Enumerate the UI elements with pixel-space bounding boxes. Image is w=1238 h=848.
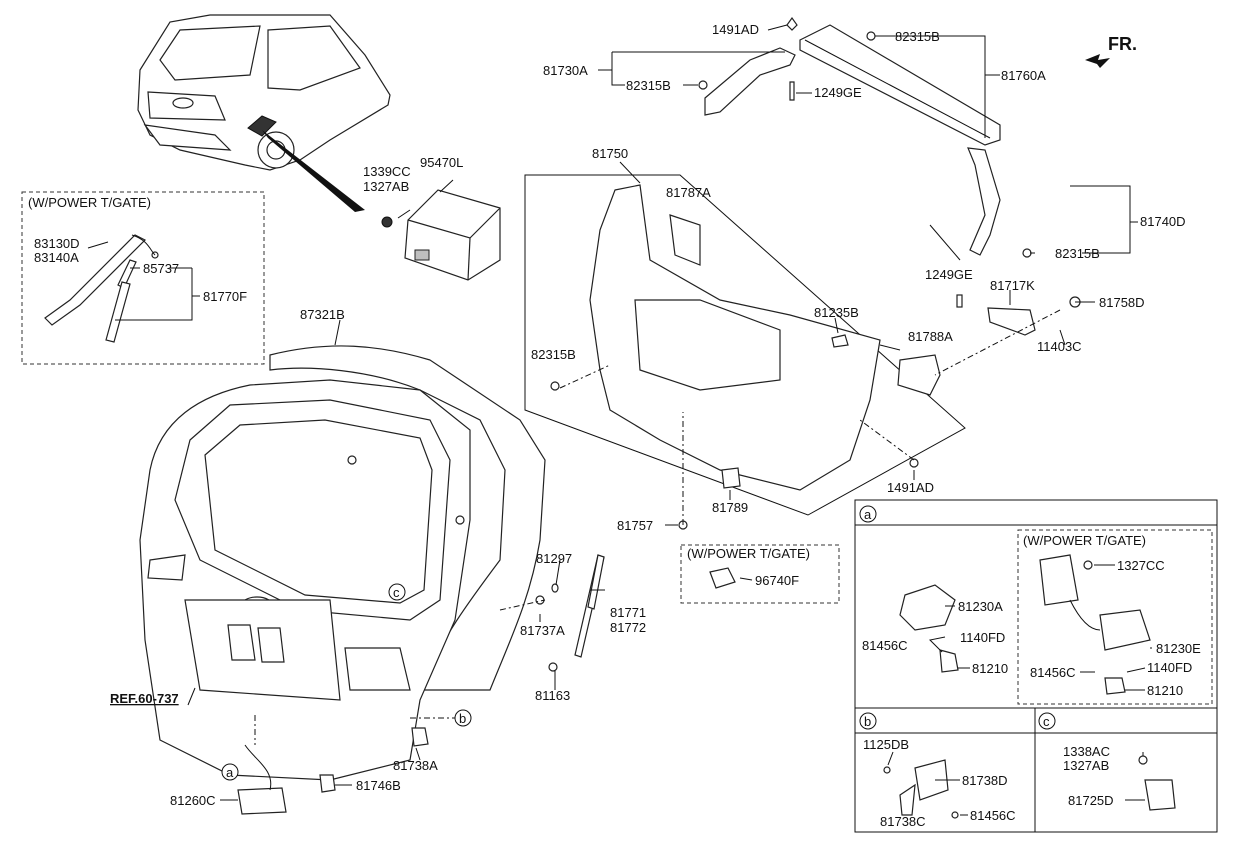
callout-b-tailgate: b — [459, 711, 466, 726]
label-1338ac: 1338AC — [1063, 744, 1110, 759]
label-81740d: 81740D — [1140, 214, 1186, 229]
label-81730a: 81730A — [543, 63, 588, 78]
label-81770f: 81770F — [203, 289, 247, 304]
callout-c-panel: c — [1043, 714, 1050, 729]
power-tailgate-left-box: (W/POWER T/GATE) — [21, 191, 265, 365]
label-1327ab-b: 1327AB — [1063, 758, 1109, 773]
label-81750: 81750 — [592, 146, 628, 161]
label-81757: 81757 — [617, 518, 653, 533]
label-1249ge-b: 1249GE — [925, 267, 973, 282]
label-82315b-a: 82315B — [895, 29, 940, 44]
tailgate-body — [139, 345, 546, 781]
label-81230e: 81230E — [1156, 641, 1201, 656]
part-labels: 1491AD 82315B 81730A 82315B 1249GE 81760… — [34, 22, 1201, 829]
label-81760a: 81760A — [1001, 68, 1046, 83]
power-tailgate-right-heading: (W/POWER T/GATE) — [1023, 533, 1146, 548]
label-81746b: 81746B — [356, 778, 401, 793]
front-direction-indicator: FR. — [1085, 34, 1137, 68]
label-81758d: 81758D — [1099, 295, 1145, 310]
detail-panel: (W/POWER T/GATE) — [854, 499, 1218, 833]
label-81772: 81772 — [610, 620, 646, 635]
label-81210-a: 81210 — [972, 661, 1008, 676]
label-81738c: 81738C — [880, 814, 926, 829]
label-81456c-c: 81456C — [970, 808, 1016, 823]
label-82315b-c: 82315B — [1055, 246, 1100, 261]
vehicle-rear-illustration — [137, 14, 391, 212]
tailgate-latch-lower — [237, 599, 546, 815]
callout-b-panel: b — [864, 714, 871, 729]
callout-c-tailgate: c — [393, 585, 400, 600]
label-81738d: 81738D — [962, 773, 1008, 788]
label-81230a: 81230A — [958, 599, 1003, 614]
label-96740f: 96740F — [755, 573, 799, 588]
power-tailgate-switch-box: (W/POWER T/GATE) — [680, 544, 840, 604]
label-1327ab-a: 1327AB — [363, 179, 409, 194]
label-81163: 81163 — [535, 688, 570, 703]
label-1140fd-a: 1140FD — [960, 630, 1005, 645]
label-83130d: 83130D — [34, 236, 80, 251]
label-82315b-d: 82315B — [531, 347, 576, 362]
label-1249ge-a: 1249GE — [814, 85, 862, 100]
label-81717k: 81717K — [990, 278, 1035, 293]
callout-a-panel: a — [864, 507, 872, 522]
label-1491ad-top: 1491AD — [712, 22, 759, 37]
label-81771: 81771 — [610, 605, 646, 620]
label-95470l: 95470L — [420, 155, 463, 170]
label-85737: 85737 — [143, 261, 179, 276]
label-11403c: 11403C — [1037, 339, 1082, 354]
label-81725d: 81725D — [1068, 793, 1114, 808]
label-81789: 81789 — [712, 500, 748, 515]
label-81787a: 81787A — [666, 185, 711, 200]
gas-strut — [535, 554, 605, 672]
label-83140a: 83140A — [34, 250, 79, 265]
leader-lines — [87, 24, 1152, 816]
label-81788a: 81788A — [908, 329, 953, 344]
label-82315b-b: 82315B — [626, 78, 671, 93]
label-1140fd-b: 1140FD — [1147, 660, 1192, 675]
callout-markers: a b c a b c — [221, 505, 1056, 781]
label-81737a: 81737A — [520, 623, 565, 638]
trim-panel-assembly — [524, 174, 1081, 530]
label-1327cc: 1327CC — [1117, 558, 1165, 573]
callout-a-lower: a — [226, 765, 234, 780]
label-81260c: 81260C — [170, 793, 216, 808]
power-tailgate-left-heading: (W/POWER T/GATE) — [28, 195, 151, 210]
label-87321b: 87321B — [300, 307, 345, 322]
power-tailgate-control-module — [381, 189, 501, 281]
label-1125db: 1125DB — [863, 737, 909, 752]
label-81210-b: 81210 — [1147, 683, 1183, 698]
label-1339cc: 1339CC — [363, 164, 411, 179]
label-81738a: 81738A — [393, 758, 438, 773]
front-direction-label: FR. — [1108, 34, 1137, 54]
label-1491ad-b: 1491AD — [887, 480, 934, 495]
label-81456c-b: 81456C — [1030, 665, 1076, 680]
label-81235b: 81235B — [814, 305, 859, 320]
label-ref-60-737: REF.60-737 — [110, 691, 179, 706]
label-81297: 81297 — [536, 551, 572, 566]
upper-trim-parts — [698, 16, 1032, 258]
power-tailgate-mid-heading: (W/POWER T/GATE) — [687, 546, 810, 561]
label-81456c-a: 81456C — [862, 638, 908, 653]
